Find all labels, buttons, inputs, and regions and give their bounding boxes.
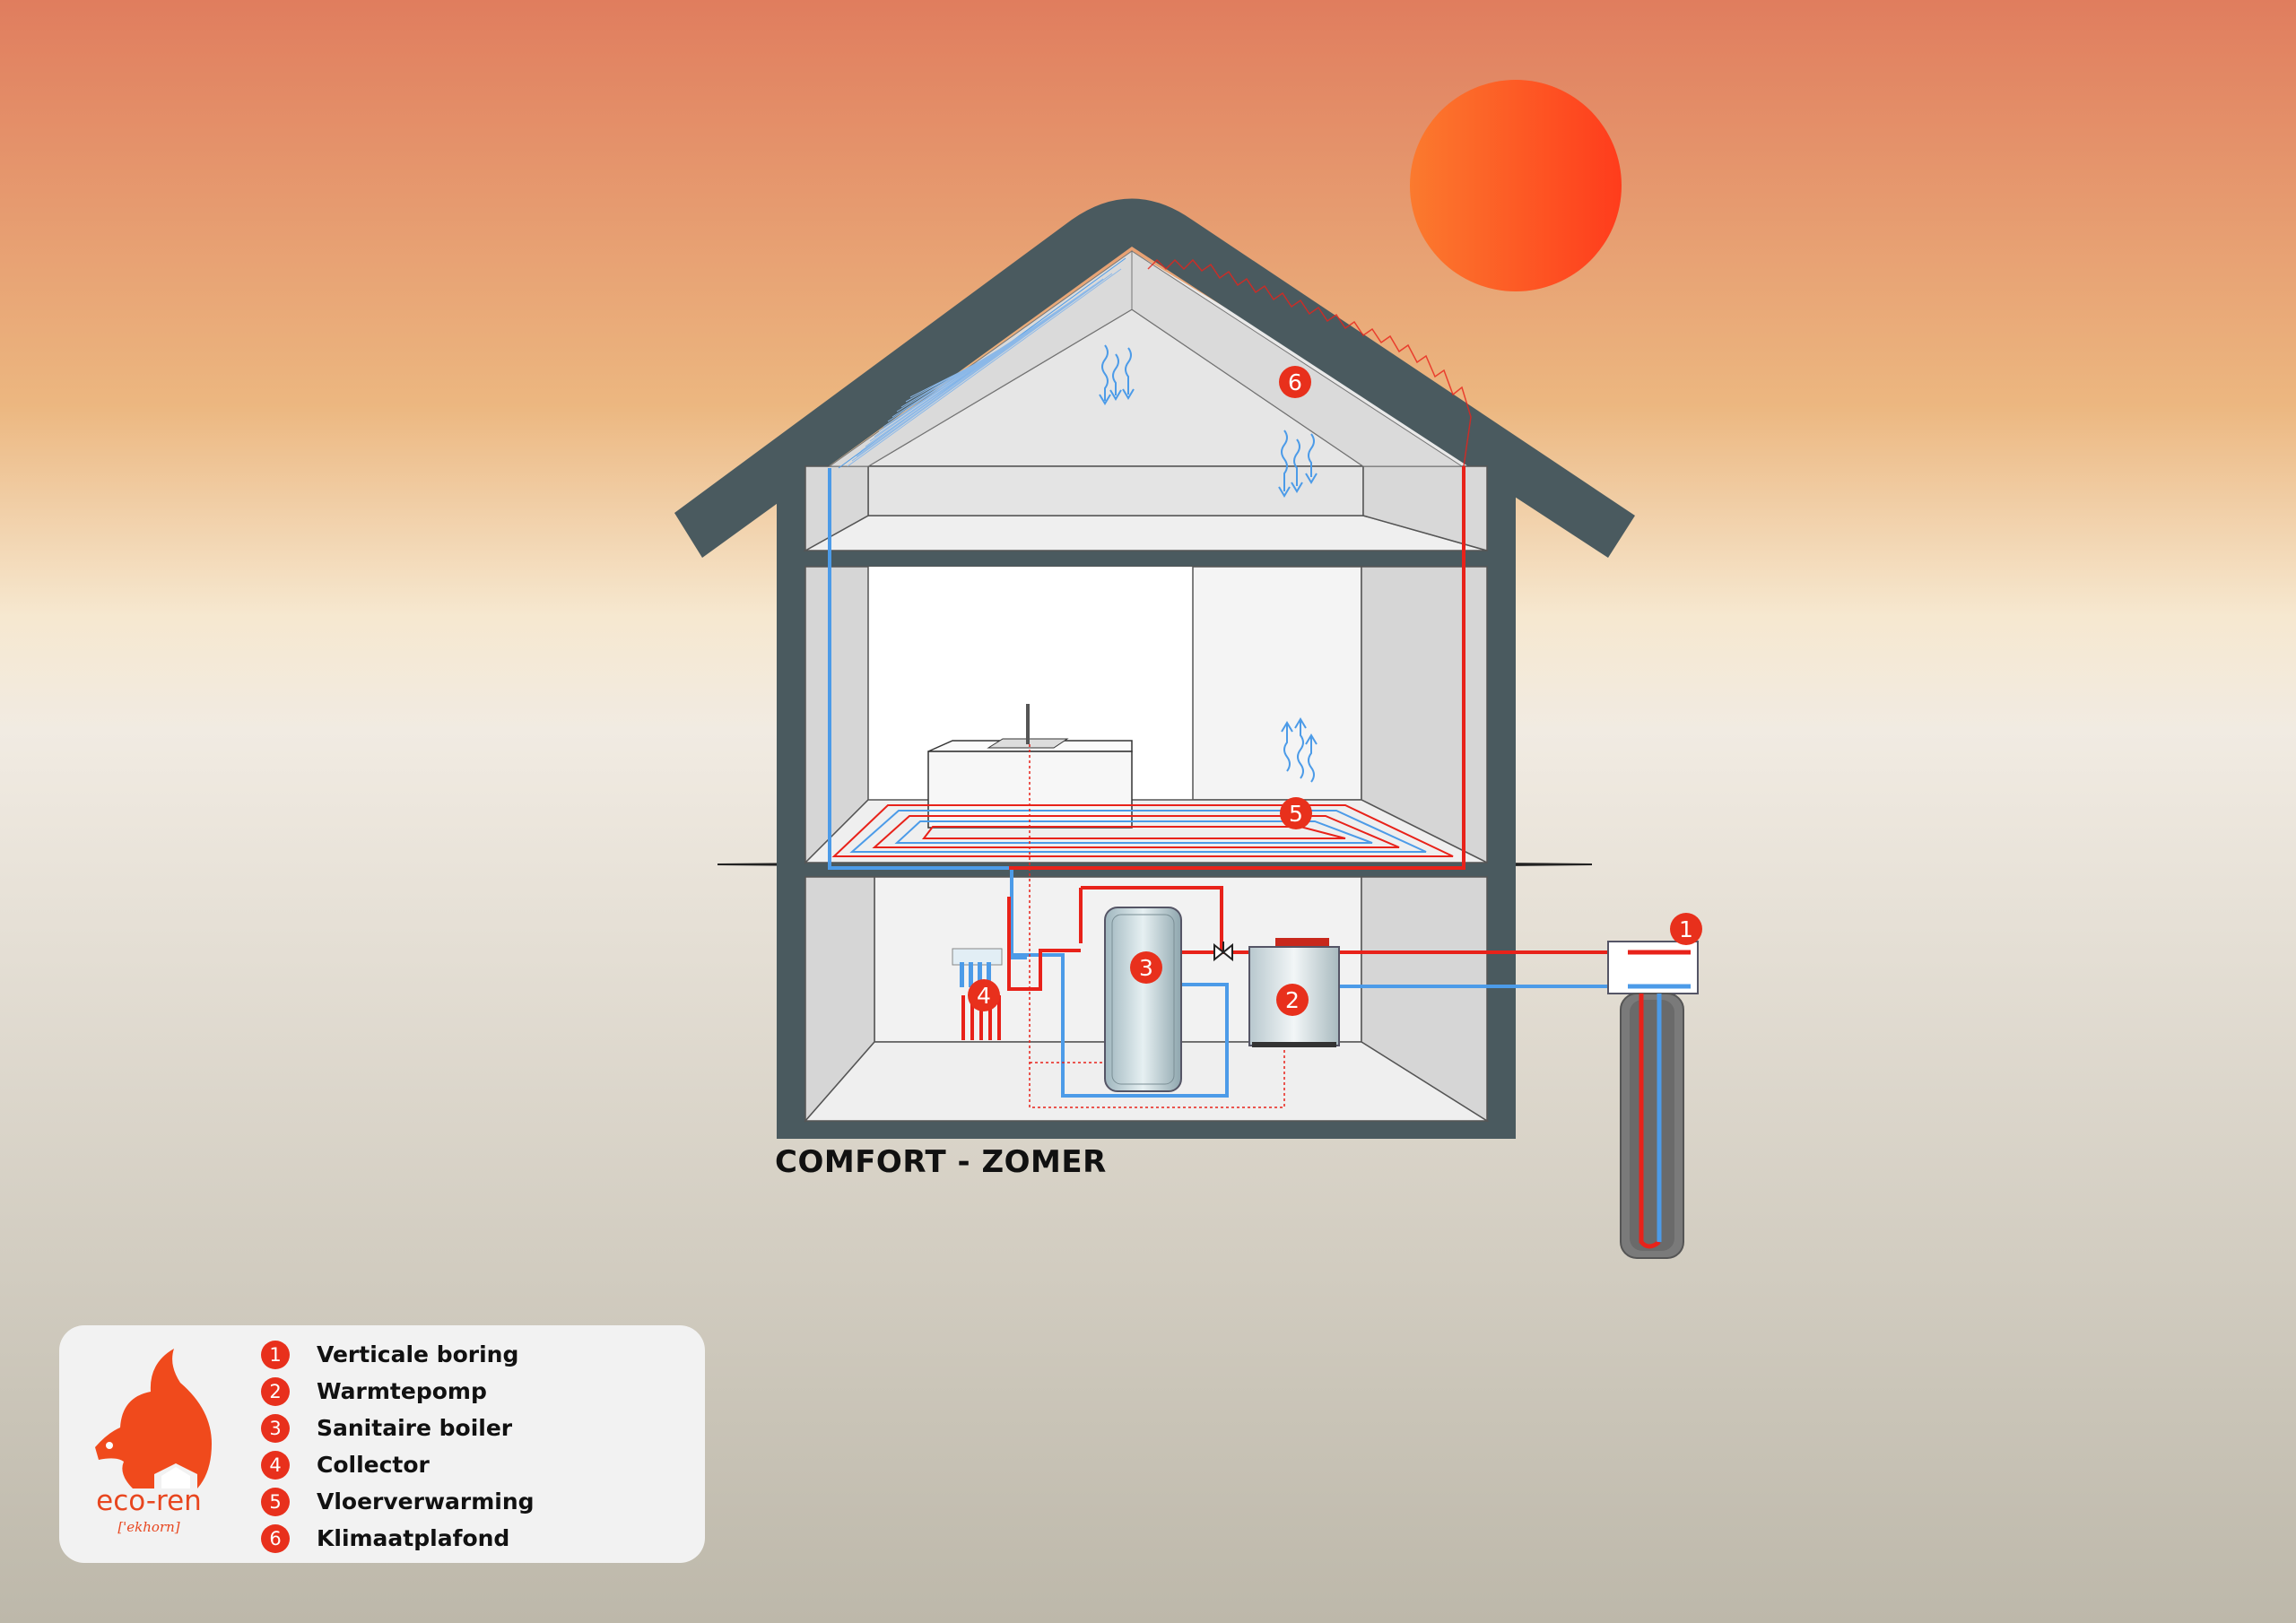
legend-item: 6 Klimaatplafond <box>261 1520 535 1557</box>
floor-heating-loops <box>831 804 1454 857</box>
marker-5: 5 <box>1280 797 1312 829</box>
marker-1: 1 <box>1670 913 1702 945</box>
legend-label: Sanitaire boiler <box>317 1415 513 1441</box>
legend-number: 5 <box>261 1487 290 1516</box>
squirrel-logo <box>95 1349 212 1488</box>
cool-air-arrows <box>1099 344 1318 783</box>
sun <box>1410 80 1622 291</box>
brand-name: eco-ren <box>96 1485 202 1517</box>
legend-number: 2 <box>261 1376 290 1406</box>
legend-number: 1 <box>261 1340 290 1369</box>
legend-label: Collector <box>317 1452 430 1478</box>
legend-number: 6 <box>261 1523 290 1553</box>
legend-number: 4 <box>261 1450 290 1480</box>
diagram-title: COMFORT - ZOMER <box>775 1144 1107 1180</box>
marker-1-label: 1 <box>1679 916 1693 942</box>
legend-label: Warmtepomp <box>317 1378 487 1404</box>
legend-item: 4 Collector <box>261 1446 535 1483</box>
legend-item: 5 Vloerverwarming <box>261 1483 535 1520</box>
marker-3: 3 <box>1130 951 1162 984</box>
legend-item: 2 Warmtepomp <box>261 1373 535 1410</box>
ceiling-cooling-mats <box>838 257 1472 469</box>
legend-item: 3 Sanitaire boiler <box>261 1410 535 1446</box>
marker-6: 6 <box>1279 366 1311 398</box>
legend-number: 3 <box>261 1413 290 1443</box>
marker-4: 4 <box>968 979 1000 1011</box>
dotted-circuit <box>1029 744 1285 1108</box>
marker-2-label: 2 <box>1285 987 1300 1013</box>
brand-phonetic: ['ekhorn] <box>117 1519 180 1535</box>
legend-list: 1 Verticale boring 2 Warmtepomp 3 Sanitaire… <box>261 1336 535 1557</box>
legend-panel: eco-ren ['ekhorn] 1 Verticale boring 2 War… <box>59 1325 705 1563</box>
collector <box>952 948 1003 1040</box>
legend-label: Klimaatplafond <box>317 1525 510 1551</box>
vertical-borehole <box>1607 941 1699 1259</box>
marker-2: 2 <box>1276 984 1309 1016</box>
legend-label: Vloerverwarming <box>317 1488 535 1515</box>
marker-3-label: 3 <box>1139 955 1153 981</box>
three-way-valve <box>1213 942 1233 962</box>
legend-label: Verticale boring <box>317 1341 519 1367</box>
marker-4-label: 4 <box>977 983 991 1009</box>
legend-item: 1 Verticale boring <box>261 1336 535 1373</box>
sanitary-boiler <box>1104 907 1182 1092</box>
marker-5-label: 5 <box>1289 801 1303 827</box>
marker-6-label: 6 <box>1288 369 1302 395</box>
